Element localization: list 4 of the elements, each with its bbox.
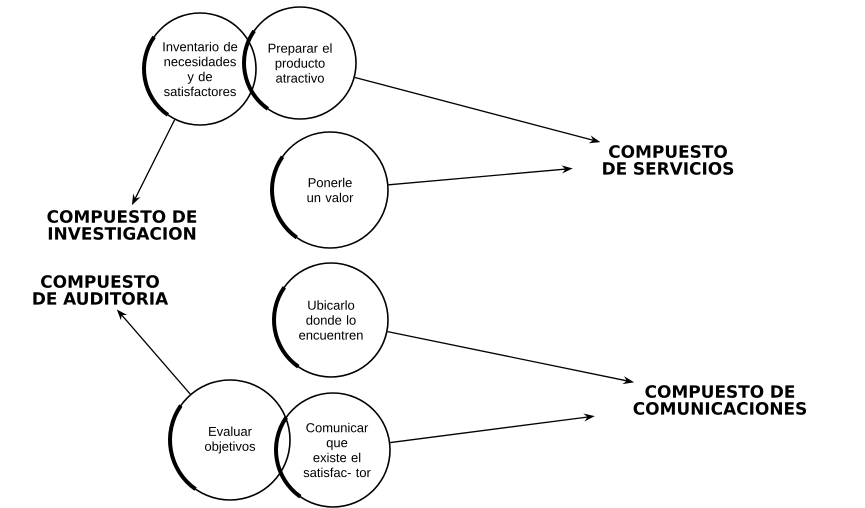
heading-text: COMPUESTO DE INVESTIGACION [47, 210, 196, 240]
heading-text: COMPUESTO DE AUDITORIA [33, 275, 168, 305]
heading-text: COMPUESTO DE SERVICIOS [603, 145, 734, 175]
heading-text: COMPUESTO DE COMUNICACIONES [634, 385, 806, 415]
